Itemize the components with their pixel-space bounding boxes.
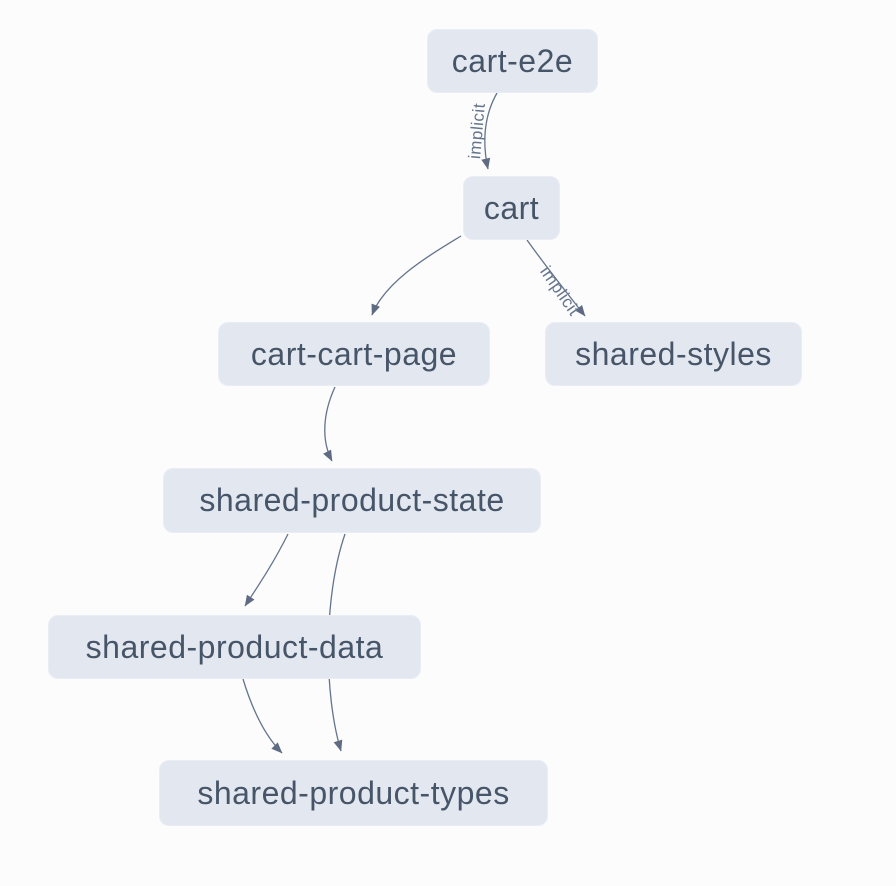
node-cart-cart-page[interactable]: cart-cart-page <box>218 322 490 386</box>
node-shared-product-data[interactable]: shared-product-data <box>48 615 421 679</box>
edge-cart-e2e-to-cart[interactable] <box>481 92 498 170</box>
edge-shared-product-state-to-shared-product-data[interactable] <box>244 533 289 607</box>
edge-cart-to-shared-styles[interactable] <box>526 239 586 317</box>
edge-cart-to-cart-cart-page[interactable] <box>371 235 462 316</box>
edge-label-implicit-shared-styles: implicit <box>536 263 584 320</box>
edge-cart-cart-page-to-shared-product-state[interactable] <box>323 386 336 462</box>
edge-shared-product-data-to-shared-product-types[interactable] <box>242 678 283 754</box>
node-shared-product-state[interactable]: shared-product-state <box>163 468 541 533</box>
node-shared-styles[interactable]: shared-styles <box>545 322 802 386</box>
node-shared-product-types[interactable]: shared-product-types <box>159 760 548 826</box>
node-cart[interactable]: cart <box>463 176 560 240</box>
node-cart-e2e[interactable]: cart-e2e <box>427 29 598 93</box>
edge-label-implicit-cart-e2e: implicit <box>465 102 489 159</box>
